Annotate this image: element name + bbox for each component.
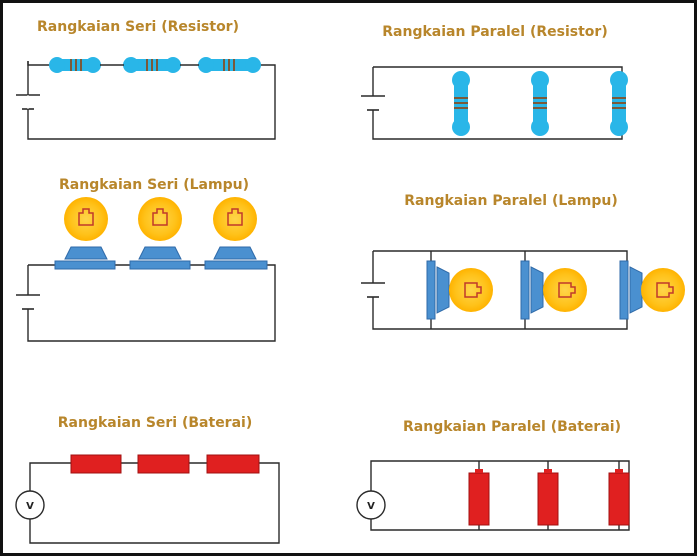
resistor-1 — [452, 71, 470, 136]
lamp-1 — [426, 260, 493, 320]
panel-series-resistor: Rangkaian Seri (Resistor) — [16, 19, 276, 140]
circuit-wire — [372, 250, 628, 330]
battery-2 — [537, 472, 559, 526]
battery-cell — [361, 282, 385, 298]
lamp-2 — [129, 197, 191, 270]
panel-title: Rangkaian Paralel (Lampu) — [404, 193, 617, 209]
battery-cell — [361, 95, 385, 111]
panel-title: Rangkaian Paralel (Resistor) — [382, 24, 607, 40]
panel-title: Rangkaian Seri (Baterai) — [58, 415, 252, 431]
battery-3 — [608, 472, 630, 526]
lamp-2 — [520, 260, 587, 320]
voltmeter-label: V — [367, 501, 375, 512]
lamp-3 — [204, 197, 268, 270]
battery-3 — [206, 454, 260, 474]
lamp-1 — [54, 197, 116, 270]
resistor-2 — [531, 71, 549, 136]
voltmeter: V — [15, 490, 45, 520]
circuit-wire — [27, 61, 276, 140]
battery-cell — [16, 294, 40, 310]
panel-parallel-battery: Rangkaian Paralel (Baterai) V — [356, 419, 630, 531]
resistor-2 — [123, 57, 181, 73]
resistor-3 — [198, 57, 261, 73]
voltmeter-label: V — [26, 501, 34, 512]
battery-1 — [70, 454, 122, 474]
battery-2 — [137, 454, 190, 474]
panel-title: Rangkaian Paralel (Baterai) — [403, 419, 621, 435]
panel-series-battery: Rangkaian Seri (Baterai) V — [15, 415, 280, 544]
battery-cell — [16, 94, 40, 110]
panel-title: Rangkaian Seri (Lampu) — [59, 177, 249, 193]
circuit-wire — [370, 460, 630, 531]
panel-parallel-lamp: Rangkaian Paralel (Lampu) — [361, 193, 685, 330]
circuit-diagrams: Rangkaian Seri (Resistor) — [15, 19, 685, 544]
panel-parallel-resistor: Rangkaian Paralel (Resistor) — [361, 24, 628, 140]
circuit-wire — [29, 462, 280, 544]
lamp-3 — [619, 260, 685, 320]
resistor-3 — [610, 71, 628, 136]
resistor-1 — [49, 57, 101, 73]
voltmeter: V — [356, 490, 386, 520]
circuit-wire — [27, 264, 276, 342]
circuit-wire — [372, 66, 623, 140]
panel-series-lamp: Rangkaian Seri (Lampu) — [16, 177, 276, 342]
panel-title: Rangkaian Seri (Resistor) — [37, 19, 239, 35]
battery-1 — [468, 472, 490, 526]
circuit-wire — [27, 61, 51, 66]
